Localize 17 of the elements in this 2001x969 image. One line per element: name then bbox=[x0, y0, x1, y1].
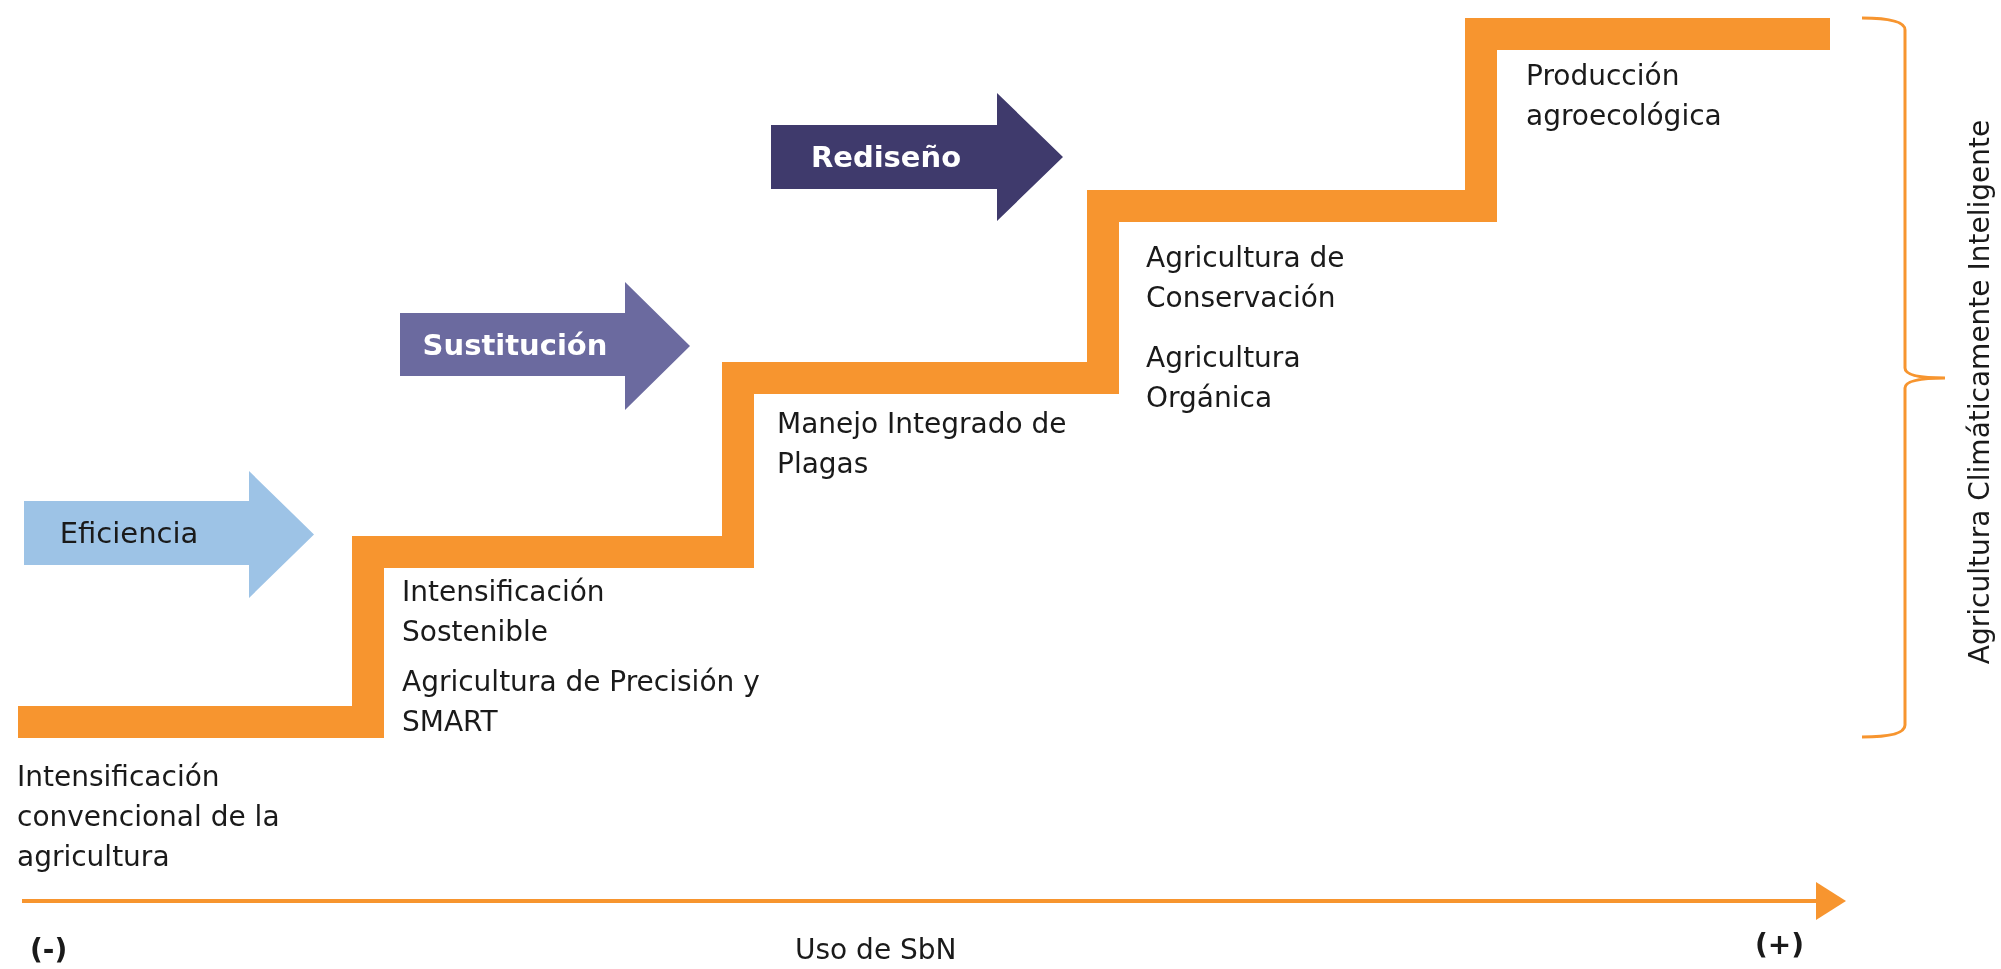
axis-title: Uso de SbN bbox=[795, 932, 957, 968]
practice-label: Producción agroecológica bbox=[1526, 58, 1723, 134]
practice-label: Intensificación Sostenible bbox=[402, 574, 606, 650]
axis-min-label: (-) bbox=[30, 932, 68, 968]
stage-label: Eficiencia bbox=[58, 515, 200, 552]
practice-label: Intensificación convencional de la agricultura bbox=[17, 759, 281, 875]
practice-label: Agricultura Orgánica bbox=[1146, 340, 1302, 416]
practice-label: Agricultura de Precisión y SMART bbox=[402, 664, 761, 740]
arrow-shape bbox=[400, 282, 690, 410]
axis-max-label: (+) bbox=[1755, 927, 1805, 963]
arrow-shape bbox=[771, 93, 1063, 221]
practice-label: Manejo Integrado de Plagas bbox=[777, 406, 1068, 482]
stage-label: Sustitución bbox=[421, 326, 609, 364]
arrow-shape bbox=[24, 471, 314, 598]
stage-label: Rediseño bbox=[809, 139, 963, 176]
practice-label: Agricultura de Conservación bbox=[1146, 240, 1346, 316]
brace-label: Agricultura Climáticamente Inteligente bbox=[1962, 119, 1997, 665]
